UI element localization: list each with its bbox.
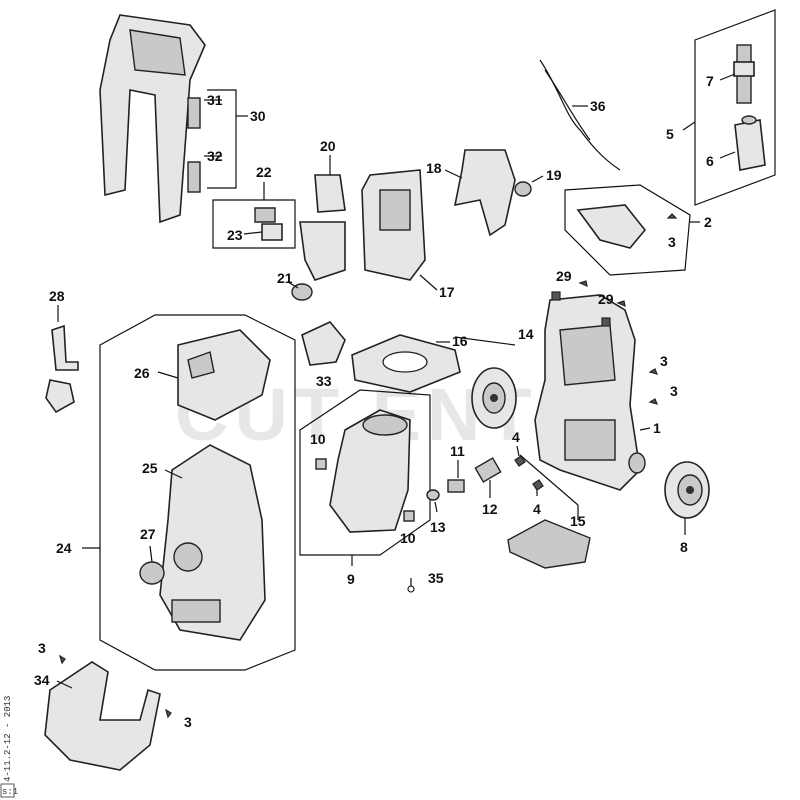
- cable-36: [539, 59, 621, 171]
- kit-box-24: [99, 314, 296, 671]
- callout-22: 22: [256, 164, 272, 180]
- screw-4-a: [514, 455, 526, 467]
- callout-3-base-a: 3: [38, 640, 46, 656]
- callout-8: 8: [680, 539, 688, 555]
- part-25-body-cover: [159, 444, 266, 641]
- callout-19: 19: [546, 167, 562, 183]
- part-26-top-cover: [177, 329, 271, 421]
- screw-4-b: [532, 479, 544, 491]
- callout-36: 36: [590, 98, 606, 114]
- kit-box-9: [299, 389, 431, 556]
- part-33: [301, 321, 346, 366]
- callout-10-a: 10: [310, 431, 326, 447]
- callout-16: 16: [452, 333, 468, 349]
- callout-30: 30: [250, 108, 266, 124]
- callout-3-frame-a: 3: [660, 353, 668, 369]
- part-12: [474, 457, 502, 483]
- corner-code: s:1: [2, 787, 18, 797]
- callout-24: 24: [56, 540, 72, 556]
- callout-28: 28: [49, 288, 65, 304]
- part-21-housing: [299, 221, 346, 281]
- footer-code: 4-11.2-12 - 2013: [3, 696, 13, 782]
- callout-10-b: 10: [400, 530, 416, 546]
- part-10-a: [315, 458, 327, 470]
- callout-29-b: 29: [598, 291, 614, 307]
- callout-23: 23: [227, 227, 243, 243]
- callout-25: 25: [142, 460, 158, 476]
- part-11: [447, 479, 465, 493]
- callout-3-base-b: 3: [184, 714, 192, 730]
- part-19: [514, 181, 532, 197]
- callout-26: 26: [134, 365, 150, 381]
- kit-box-2: [564, 184, 691, 276]
- callout-4-a: 4: [512, 429, 520, 445]
- part-8-wheel: [664, 461, 710, 519]
- part-9-motor-pump: [329, 409, 411, 533]
- part-13: [426, 489, 440, 501]
- callout-1: 1: [653, 420, 661, 436]
- callout-20: 20: [320, 138, 336, 154]
- part-2-nozzle: [576, 204, 647, 249]
- callout-2: 2: [704, 214, 712, 230]
- callout-3-nozzle: 3: [668, 234, 676, 250]
- callout-18: 18: [426, 160, 442, 176]
- callout-21: 21: [277, 270, 293, 286]
- callout-29-a: 29: [556, 268, 572, 284]
- callout-15: 15: [570, 513, 586, 529]
- part-28-clip: [45, 305, 79, 414]
- callout-12: 12: [482, 501, 498, 517]
- callout-32: 32: [207, 148, 223, 164]
- callout-34: 34: [34, 672, 50, 688]
- callout-11: 11: [450, 443, 465, 459]
- handle-part-30: [99, 14, 206, 224]
- callout-31: 31: [207, 92, 223, 108]
- part-14-wheel: [471, 367, 517, 429]
- callout-labels: 1 2 3 3 3 3 3 4 4 5 6 7 8 9 10 10 11 12 …: [34, 73, 714, 730]
- part-1-main-frame: [534, 291, 646, 491]
- callout-13: 13: [430, 519, 446, 535]
- callout-4-b: 4: [533, 501, 541, 517]
- part-18: [453, 149, 516, 237]
- callout-6: 6: [706, 153, 714, 169]
- callout-3-frame-b: 3: [670, 383, 678, 399]
- callout-9: 9: [347, 571, 355, 587]
- callout-14: 14: [518, 326, 534, 342]
- callout-35: 35: [428, 570, 444, 586]
- callout-17: 17: [439, 284, 455, 300]
- kit-box-22: [212, 199, 296, 249]
- bracket-30: [207, 89, 237, 189]
- callout-27: 27: [140, 526, 156, 542]
- part-10-b: [403, 510, 415, 522]
- part-35-pin: [407, 585, 415, 593]
- callout-5: 5: [666, 126, 674, 142]
- callout-33: 33: [316, 373, 332, 389]
- part-20: [314, 174, 346, 213]
- part-27-cap: [139, 561, 165, 585]
- callout-7: 7: [706, 73, 714, 89]
- part-34-base-hook: [44, 661, 161, 771]
- kit-box-5: [694, 9, 776, 206]
- part-15-pad: [507, 519, 591, 569]
- part-6-bottle: [734, 119, 766, 171]
